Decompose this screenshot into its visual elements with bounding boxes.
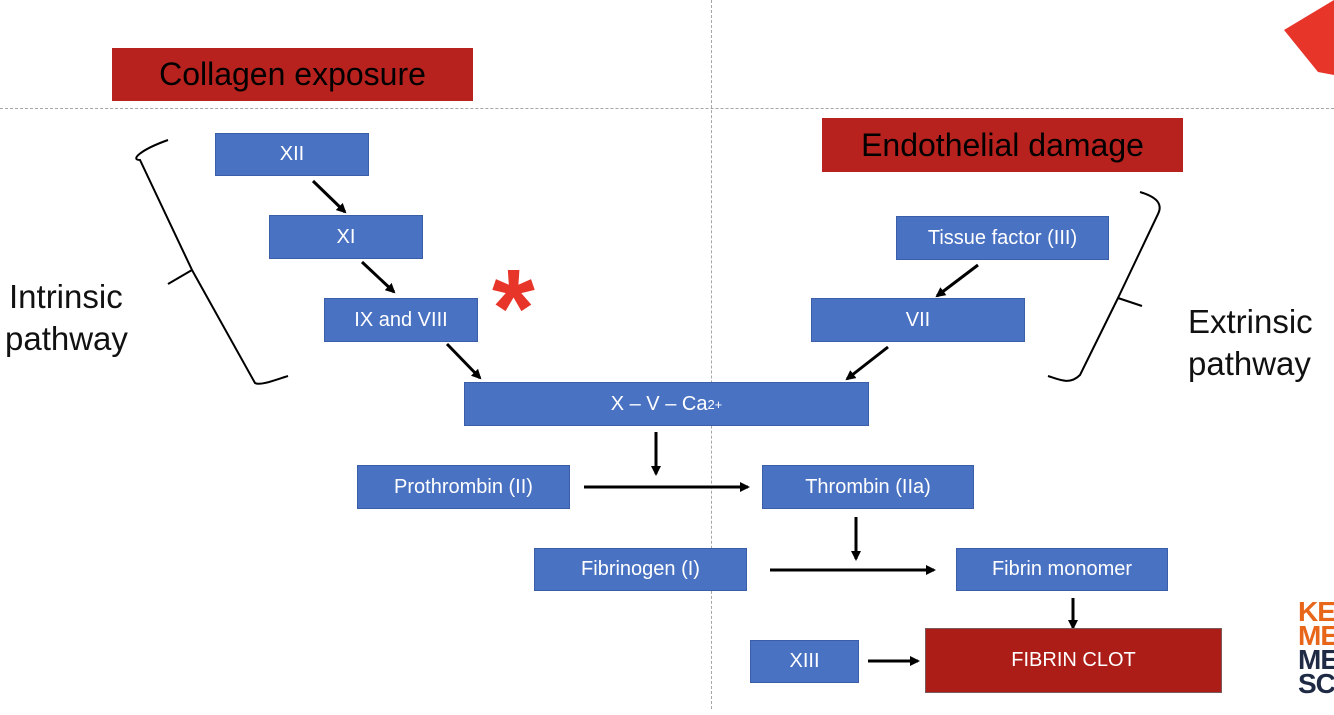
fibrinogen-box: Fibrinogen (I) [534, 548, 747, 591]
logo-line-1: KE [1298, 600, 1334, 627]
arrow-tf-vii [935, 263, 979, 298]
factor-vii-box: VII [811, 298, 1025, 342]
complex-superscript: 2+ [707, 396, 723, 412]
school-logo: KE ME ME SC [1298, 600, 1334, 715]
extrinsic-pathway-label: Extrinsic pathway [1188, 301, 1313, 385]
logo-line-4: SC [1298, 668, 1334, 699]
horizontal-guide-line [0, 108, 1334, 109]
factor-xiii-box: XIII [750, 640, 859, 683]
fibrin-monomer-box: Fibrin monomer [956, 548, 1168, 591]
extrinsic-label-line-1: Extrinsic [1188, 303, 1313, 340]
tissue-factor-box: Tissue factor (III) [896, 216, 1109, 260]
factor-xii-box: XII [215, 133, 369, 176]
prothrombin-box: Prothrombin (II) [357, 465, 570, 509]
arrow-ixviii-complex [445, 342, 482, 380]
trigger-endothelial-damage: Endothelial damage [822, 118, 1183, 172]
extrinsic-label-line-2: pathway [1188, 345, 1311, 382]
vertical-guide-line [711, 0, 712, 709]
intrinsic-label-line-2: pathway [5, 320, 128, 357]
fibrin-clot-box: FIBRIN CLOT [925, 628, 1222, 693]
asterisk-marker: * [492, 247, 535, 370]
corner-mark-icon [1284, 0, 1334, 75]
factor-xi-box: XI [269, 215, 423, 259]
intrinsic-brace [135, 139, 289, 385]
intrinsic-label-line-1: Intrinsic [9, 278, 123, 315]
arrow-xi-ixviii [360, 260, 396, 294]
thrombin-box: Thrombin (IIa) [762, 465, 974, 509]
intrinsic-pathway-label: Intrinsic pathway [5, 276, 128, 360]
trigger-collagen-exposure: Collagen exposure [112, 48, 473, 101]
arrow-vii-complex [845, 345, 889, 381]
complex-label: X – V – Ca [610, 392, 708, 415]
arrow-xii-xi [311, 179, 347, 214]
logo-line-3: ME [1298, 644, 1334, 675]
logo-line-2: ME [1298, 620, 1334, 651]
factor-ix-viii-box: IX and VIII [324, 298, 478, 342]
extrinsic-brace [1047, 191, 1161, 382]
